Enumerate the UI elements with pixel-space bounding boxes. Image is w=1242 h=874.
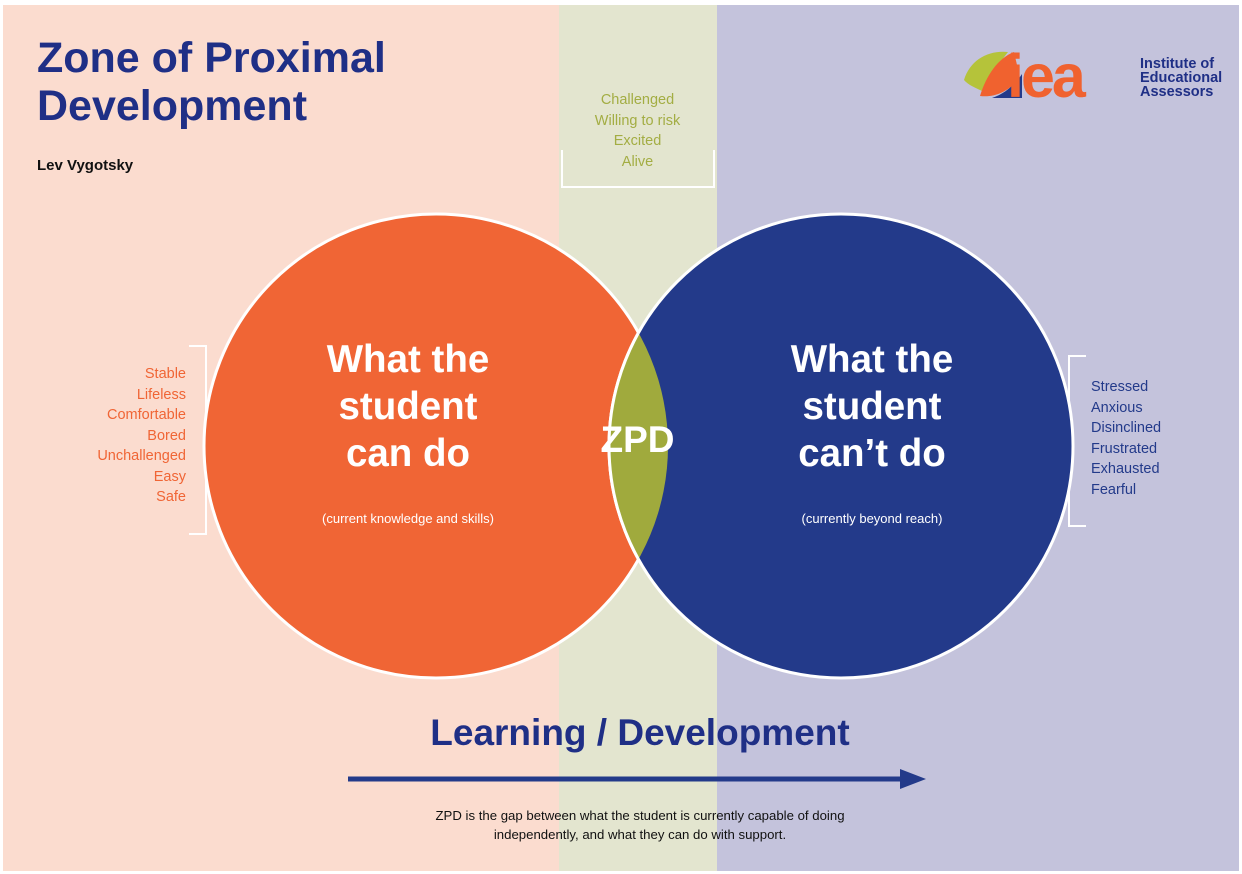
can-do-line: can do	[345, 432, 471, 475]
zpd-caption: ZPD is the gap between what the student …	[340, 806, 940, 844]
learning-axis-title: Learning / Development	[430, 712, 850, 753]
zpd-overlap	[607, 214, 668, 678]
left-state: Bored	[147, 427, 186, 444]
logo-wordmark: iea	[1007, 42, 1086, 110]
can-do-line: What the	[326, 338, 490, 381]
zpd-label: ZPD	[600, 419, 675, 460]
left-state: Stable	[144, 366, 186, 382]
caption-line-1: ZPD is the gap between what the student …	[435, 808, 845, 823]
middle-states-list: Challenged Willing to risk Excited Alive	[560, 90, 715, 172]
right-state: Stressed	[1091, 379, 1149, 395]
iea-logo: iea Institute of Educational Assessors	[962, 42, 1242, 110]
middle-state: Excited	[613, 133, 662, 149]
logo-leaf-orange	[980, 52, 1020, 97]
caption-line-2: independently, and what they can do with…	[493, 827, 787, 842]
cant-do-line: student	[802, 385, 942, 428]
left-state: Unchallenged	[97, 448, 186, 464]
left-state: Safe	[156, 489, 186, 505]
logo-mark-icon	[964, 51, 1022, 98]
cant-do-line: can’t do	[798, 432, 946, 475]
page-title: Zone of Proximal Development	[37, 34, 386, 130]
left-state: Lifeless	[136, 386, 186, 403]
title-line-2: Development	[37, 82, 308, 130]
title-line-1: Zone of Proximal	[37, 34, 386, 82]
logo-leaf-blue	[992, 74, 1022, 98]
author-name: Lev Vygotsky	[37, 157, 134, 174]
right-state: Fearful	[1091, 481, 1137, 498]
middle-states-bracket	[561, 150, 715, 188]
left-state: Comfortable	[107, 407, 186, 423]
can-do-label: What the student can do	[258, 336, 558, 477]
middle-state: Alive	[621, 153, 654, 170]
left-states-list: Stable Lifeless Comfortable Bored Unchal…	[97, 364, 186, 508]
logo-sub-line-3: Assessors	[1140, 84, 1214, 100]
right-state: Anxious	[1091, 399, 1143, 416]
logo-sub-line-2: Educational	[1140, 70, 1223, 86]
can-do-note: (current knowledge and skills)	[322, 511, 494, 526]
cant-do-note: (currently beyond reach)	[801, 511, 943, 526]
right-state: Frustrated	[1091, 440, 1158, 457]
right-state: Exhausted	[1091, 461, 1160, 477]
right-state: Disinclined	[1091, 420, 1162, 436]
logo-institute-name: Institute of Educational Assessors	[1140, 56, 1223, 100]
right-states-list: Stressed Anxious Disinclined Frustrated …	[1091, 377, 1161, 500]
cant-do-line: What the	[790, 338, 954, 381]
middle-state: Willing to risk	[594, 112, 681, 129]
logo-leaf-green	[964, 51, 1008, 92]
cant-do-label: What the student can’t do	[722, 336, 1022, 477]
can-do-line: student	[338, 385, 478, 428]
arrow-head	[900, 769, 926, 789]
middle-state: Challenged	[600, 92, 675, 108]
logo-sub-line-1: Institute of	[1140, 56, 1215, 72]
left-state: Easy	[153, 468, 186, 485]
